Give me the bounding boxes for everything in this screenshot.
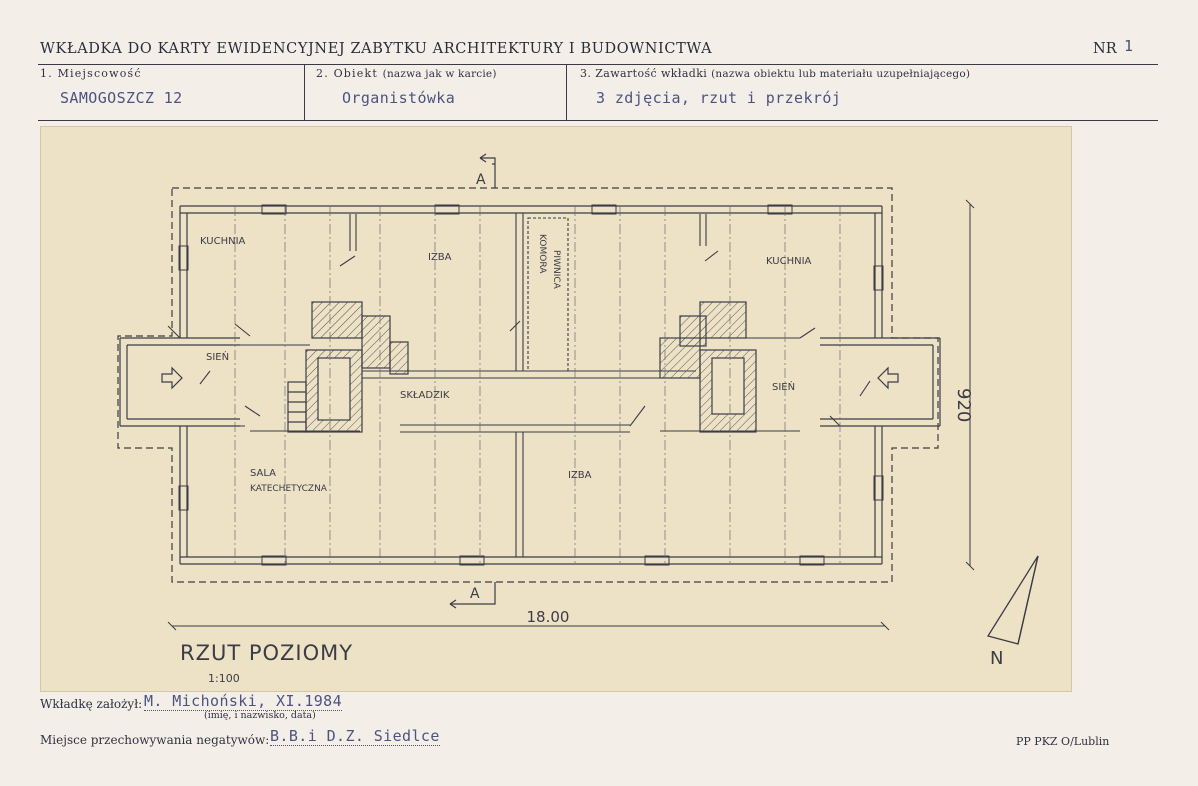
author-label: Wkładkę założył: [40,697,143,711]
left-stove [287,301,409,433]
field-locality-label: 1. Miejscowość [40,67,142,80]
room-sien-right: SIEŃ [772,380,795,393]
author-value[interactable]: M. Michoński, XI.1984 [144,692,343,711]
author-note: (imię, i nazwisko, data) [204,710,316,721]
field-locality-value[interactable]: SAMOGOSZCZ 12 [60,89,183,107]
fields-bottom-rule [38,120,1158,122]
card-number-value[interactable]: 1 [1124,37,1134,55]
room-komora: KOMORA [537,234,547,274]
room-izba-bottom: IZBA [568,470,592,481]
header-rule [38,64,1158,66]
section-marker-bottom: A [470,586,480,602]
north-label: N [990,648,1003,669]
room-izba-top: IZBA [428,252,452,263]
entry-arrows [161,366,899,390]
section-marker-top: A [476,172,486,188]
room-sien-left: SIEŃ [206,350,229,363]
field-content-value[interactable]: 3 zdjęcia, rzut i przekrój [596,89,842,107]
drawing-paper [40,126,1072,692]
room-skladzik: SKŁADZIK [400,390,450,401]
section-markers [449,153,496,609]
right-stove [659,301,757,433]
field-content-label: 3. Zawartość wkładki (nazwa obiektu lub … [580,67,971,80]
field-object-label: 2. Obiekt (nazwa jak w karcie) [316,67,497,80]
room-sala-1: SALA [250,468,276,479]
field-divider-1 [304,64,306,120]
room-kuchnia-right: KUCHNIA [766,256,812,267]
organization-label: PP PKZ O/Lublin [1016,735,1110,748]
field-object-value[interactable]: Organistówka [342,89,456,107]
dimension-lines [167,199,975,631]
room-piwnica: PIWNICA [551,250,561,290]
windows [178,204,884,566]
drawing-scale: 1:100 [208,672,240,685]
dim-height-label: 920 [953,388,974,422]
room-kuchnia-left: KUCHNIA [200,236,246,247]
card-number-label: NR [1093,41,1117,57]
field-divider-2 [566,64,568,120]
north-arrow [986,555,1039,645]
storage-value[interactable]: B.B.i D.Z. Siedlce [270,727,440,746]
room-sala-2: KATECHETYCZNA [250,484,328,494]
floor-plan-drawing: 18.00 920 A A N KUCHNIA KUCHNIA IZBA IZB… [117,153,1039,685]
card-title: WKŁADKA DO KARTY EWIDENCYJNEJ ZABYTKU AR… [40,41,713,57]
drawing-title: RZUT POZIOMY [180,641,353,665]
outer-walls [119,205,941,565]
doors [167,250,871,427]
storage-label: Miejsce przechowywania negatywów: [40,733,270,747]
dim-width-label: 18.00 [527,608,570,626]
